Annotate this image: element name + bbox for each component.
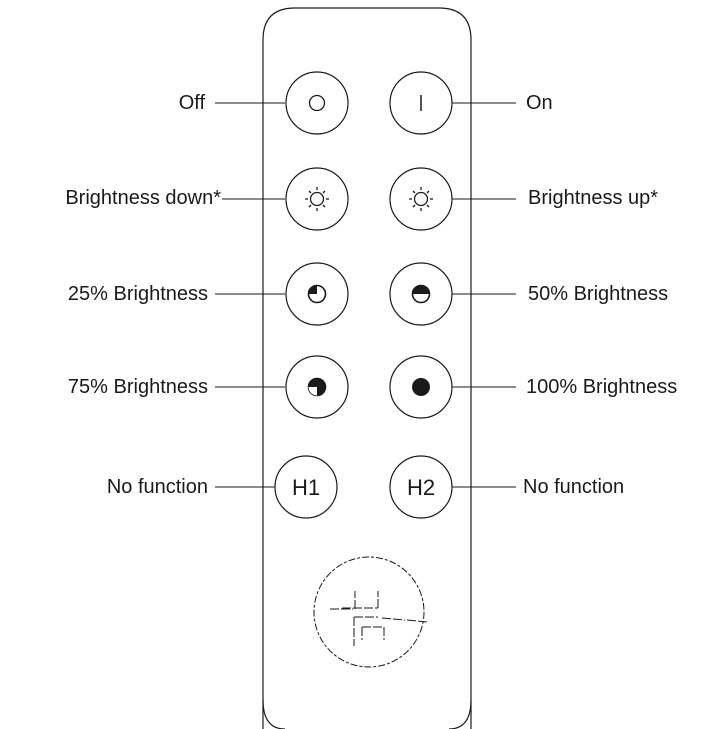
h2-button[interactable]: H2 [389,455,453,519]
brightness-25-button[interactable] [285,262,349,326]
three-quarter-filled-circle-icon [307,377,327,397]
label-25-brightness: 25% Brightness [67,283,208,305]
off-button[interactable] [285,71,349,135]
label-50-brightness: 50% Brightness [528,283,669,305]
remote-body [262,7,472,729]
label-brightness-up: Brightness up* [528,187,659,209]
brightness-75-button[interactable] [285,355,349,419]
label-h1-no-function: No function [106,476,208,498]
brightness-up-button[interactable] [389,167,453,231]
label-h2-no-function: No function [523,476,625,498]
label-on: On [526,92,553,114]
hh-logo-icon [313,556,428,668]
sun-icon [305,187,329,211]
circle-outline-icon [308,94,326,112]
on-button[interactable] [389,71,453,135]
brightness-50-button[interactable] [389,262,453,326]
brightness-100-button[interactable] [389,355,453,419]
quarter-filled-circle-icon [307,284,327,304]
leader-lines [215,102,516,488]
h1-button-label: H1 [292,475,320,500]
label-75-brightness: 75% Brightness [67,376,208,398]
half-filled-circle-icon [411,284,431,304]
sun-icon [409,187,433,211]
label-100-brightness: 100% Brightness [526,376,678,398]
h1-button[interactable]: H1 [274,455,338,519]
label-off: Off [178,92,205,114]
filled-circle-icon [412,378,430,396]
label-brightness-down: Brightness down* [65,187,221,209]
h2-button-label: H2 [407,475,435,500]
brightness-down-button[interactable] [285,167,349,231]
